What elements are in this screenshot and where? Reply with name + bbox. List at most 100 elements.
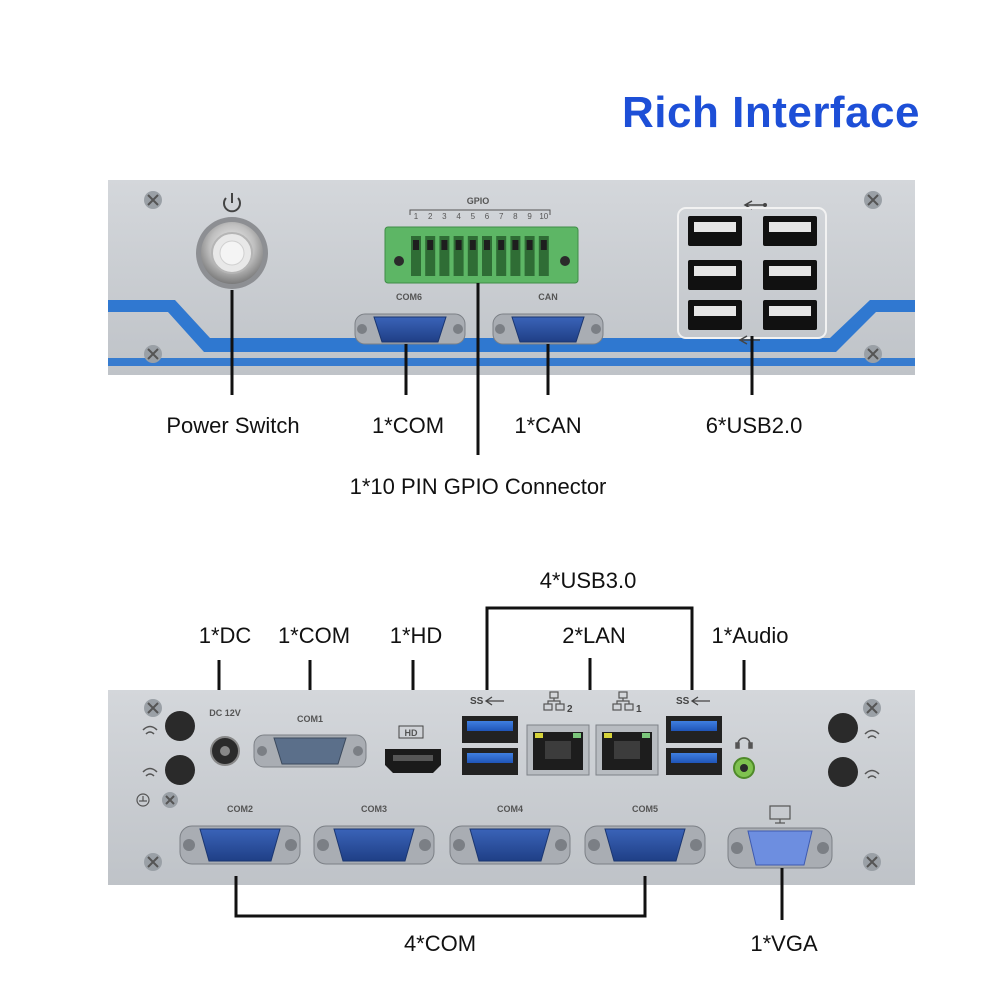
- usb3-port[interactable]: [666, 716, 722, 743]
- gpio-pin-screw: [540, 240, 547, 250]
- gpio-pin-number: 4: [456, 212, 461, 221]
- com4-port[interactable]: [449, 825, 571, 865]
- hdmi-port[interactable]: [385, 749, 441, 773]
- usb-ss-label: SS: [676, 696, 690, 707]
- antenna-port[interactable]: [828, 757, 858, 787]
- gpio-pin-number: 5: [471, 212, 476, 221]
- usb2-label: 6*USB2.0: [706, 413, 803, 438]
- ground-icon: [136, 793, 150, 807]
- gpio-pin-slot: [538, 236, 549, 276]
- gpio-pin-number: 3: [442, 212, 447, 221]
- lan-label: 2*LAN: [562, 623, 626, 648]
- screw-icon: [864, 345, 882, 363]
- gpio-pin-number: 1: [414, 212, 419, 221]
- gpio-pin-slot: [482, 236, 492, 276]
- dc-jack[interactable]: [210, 736, 240, 766]
- gpio-pin-slot: [439, 236, 450, 276]
- gpio-pin-screw: [526, 240, 533, 250]
- screw-icon: [863, 853, 881, 871]
- monitor-icon: [769, 805, 791, 824]
- can-label: 1*CAN: [514, 413, 581, 438]
- gpio-pin-slot: [524, 236, 535, 276]
- com-bracket: [234, 876, 647, 918]
- antenna-port[interactable]: [828, 713, 858, 743]
- screw-icon: [162, 792, 178, 808]
- com3-port[interactable]: [313, 825, 435, 865]
- gpio-pin-slot: [496, 236, 507, 276]
- gpio-pin-slot: [453, 236, 464, 276]
- usb2-port[interactable]: [763, 260, 817, 290]
- svg-text:HD: HD: [405, 728, 418, 738]
- headphone-icon: [735, 737, 753, 749]
- com4-callout-label: 4*COM: [404, 931, 476, 956]
- gpio-terminal-block[interactable]: [384, 226, 579, 284]
- gpio-pin-screw: [498, 240, 505, 250]
- usb3-icon: SS: [676, 696, 710, 707]
- com1-callout-label: 1*COM: [278, 623, 350, 648]
- audio-label: 1*Audio: [711, 623, 788, 648]
- usb3-label: 4*USB3.0: [540, 568, 637, 593]
- gpio-pin-screw: [413, 240, 419, 250]
- usb3-port[interactable]: [666, 748, 722, 775]
- usb-icon: [738, 335, 760, 345]
- wifi-icon: [142, 725, 158, 735]
- usb2-port[interactable]: [688, 260, 742, 290]
- gpio-pin-number: 9: [527, 212, 532, 221]
- can-port-label: CAN: [538, 292, 558, 302]
- gpio-header-label: GPIO: [467, 196, 490, 206]
- power-switch-button[interactable]: [196, 217, 268, 289]
- gpio-pin-number: 2: [428, 212, 433, 221]
- vga-port[interactable]: [727, 827, 833, 869]
- com5-port[interactable]: [584, 825, 706, 865]
- can-port[interactable]: [492, 313, 604, 345]
- com2-port[interactable]: [179, 825, 301, 865]
- usb2-port[interactable]: [763, 300, 817, 330]
- com6-port[interactable]: [354, 313, 466, 345]
- gpio-pin-slot: [467, 236, 478, 276]
- network-icon: [543, 691, 565, 711]
- hd-label: 1*HD: [390, 623, 443, 648]
- wifi-icon: [142, 767, 158, 777]
- usb2-port[interactable]: [688, 216, 742, 246]
- com-label: 1*COM: [372, 413, 444, 438]
- usb2-port[interactable]: [763, 216, 817, 246]
- power-switch-label: Power Switch: [166, 413, 299, 438]
- gpio-pin-number: 6: [485, 212, 490, 221]
- usb2-port[interactable]: [688, 300, 742, 330]
- audio-jack[interactable]: [733, 757, 755, 779]
- gpio-pin-screw: [441, 240, 448, 250]
- gpio-pin-screw: [455, 240, 462, 250]
- usb3-port[interactable]: [462, 748, 518, 775]
- vga-label: 1*VGA: [750, 931, 818, 956]
- gpio-pin-number: 8: [513, 212, 518, 221]
- com1-port[interactable]: [253, 734, 367, 768]
- gpio-pin-slot: [510, 236, 521, 276]
- gpio-pin-number: 10: [539, 212, 548, 221]
- antenna-port[interactable]: [165, 755, 195, 785]
- lan1-port[interactable]: [595, 724, 659, 776]
- com2-port-label: COM2: [227, 804, 253, 814]
- wifi-icon: [864, 729, 880, 739]
- screw-icon: [864, 191, 882, 209]
- com5-port-label: COM5: [632, 804, 658, 814]
- antenna-port[interactable]: [165, 711, 195, 741]
- network-icon: [612, 691, 634, 711]
- lan2-port[interactable]: [526, 724, 590, 776]
- usb3-port[interactable]: [462, 716, 518, 743]
- gpio-pin-screw: [512, 240, 519, 250]
- lan2-port-label: 2: [567, 704, 573, 715]
- gpio-pin-number: 7: [499, 212, 504, 221]
- screw-icon: [144, 699, 162, 717]
- gpio-pin-slot: [425, 236, 436, 276]
- top-callout-lines: [230, 283, 754, 455]
- usb3-bracket: [485, 606, 694, 700]
- dc-port-label: DC 12V: [209, 708, 241, 718]
- page-title: Rich Interface: [622, 88, 920, 137]
- usb3-icon: SS: [470, 696, 504, 707]
- gpio-pin-screw: [427, 240, 434, 250]
- gpio-connector-label: 1*10 PIN GPIO Connector: [350, 474, 607, 499]
- com3-port-label: COM3: [361, 804, 387, 814]
